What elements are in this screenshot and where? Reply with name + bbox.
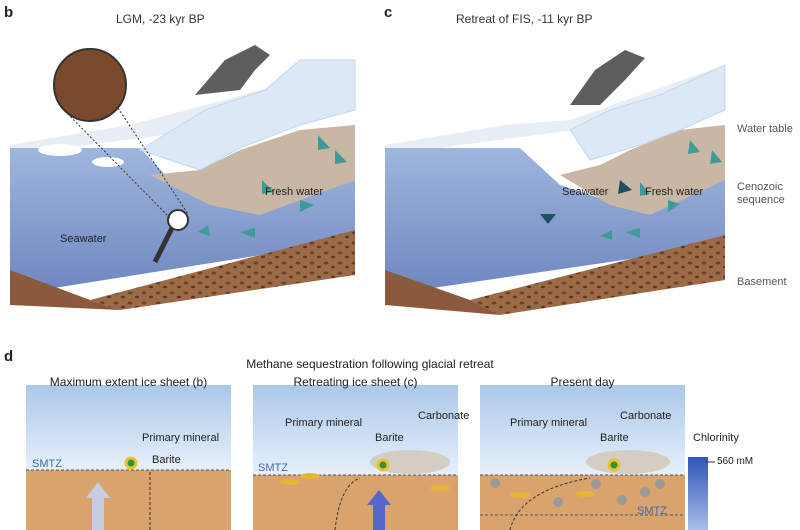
d2-primary-label: Primary mineral [285, 417, 363, 429]
d2-smtz-label: SMTZ [258, 462, 288, 474]
flow-arrows-c [600, 140, 722, 240]
panel-c-fresh-label: Fresh water [645, 186, 704, 198]
d3-primary-label: Primary mineral [510, 417, 588, 429]
panel-b-fresh-label: Fresh water [265, 186, 324, 198]
chlorinity-title: Chlorinity [693, 432, 739, 444]
d3-carbonate-label: Carbonate [620, 410, 672, 422]
panel-letter-c: c [384, 4, 393, 21]
panel-letter-b: b [4, 4, 14, 21]
d3-barite-label: Barite [600, 432, 629, 444]
subpanel-d2 [253, 385, 458, 530]
d1-barite-label: Barite [152, 454, 181, 466]
basement-label: Basement [737, 276, 787, 288]
panel-c-seawater-label: Seawater [562, 186, 609, 198]
subpanel-d1 [26, 385, 231, 530]
subpanel-d3 [480, 385, 685, 530]
d1-smtz-label: SMTZ [32, 458, 62, 470]
d2-barite-label: Barite [375, 432, 404, 444]
d2-carbonate-label: Carbonate [418, 410, 470, 422]
panel-c-block [385, 50, 726, 315]
panel-c-title: Retreat of FIS, -11 kyr BP [456, 12, 593, 26]
seawater-arrows-c [540, 180, 632, 224]
chlorinity-bar [688, 457, 708, 530]
d1-primary-label: Primary mineral [142, 432, 220, 444]
water-table-label: Water table [737, 123, 793, 135]
panel-letter-d: d [4, 348, 14, 365]
magnifier-icon [53, 48, 189, 264]
cenozoic-label: Cenozoic sequence [737, 181, 785, 206]
subpanel-d3-title: Present day [550, 375, 615, 389]
subpanel-d2-title: Retreating ice sheet (c) [293, 375, 418, 389]
panel-b-title: LGM, -23 kyr BP [116, 12, 205, 26]
d3-smtz-label: SMTZ [637, 505, 667, 517]
flow-arrows-b [198, 135, 347, 238]
panel-b-seawater-label: Seawater [60, 233, 107, 245]
subpanel-d1-title: Maximum extent ice sheet (b) [49, 375, 208, 389]
chlorinity-value: 560 mM [717, 456, 754, 467]
panel-d-title: Methane sequestration following glacial … [246, 357, 494, 371]
